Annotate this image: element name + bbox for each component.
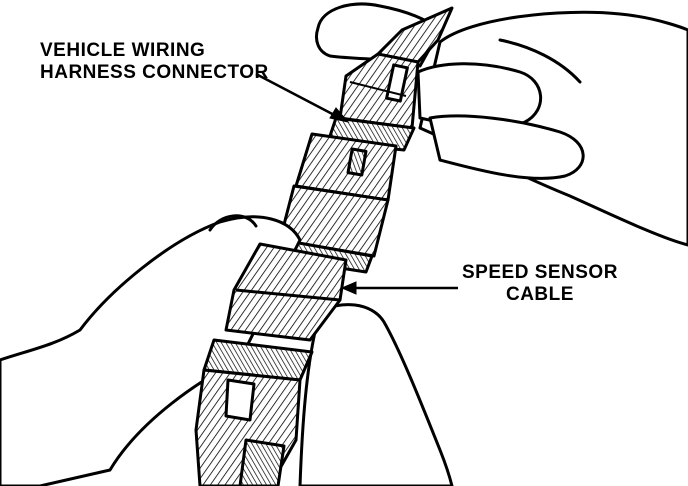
lower-hand: [0, 214, 454, 486]
harness-arrowhead: [329, 107, 350, 123]
upper-hand-knuckle-line: [498, 38, 582, 84]
speed-sensor-arrowhead: [340, 281, 357, 295]
callout-speed-line-2: CABLE: [505, 284, 574, 305]
upper-hand-finger-2: [428, 114, 585, 180]
upper-hand: [315, 2, 688, 247]
sensor-housing-upper: [224, 242, 348, 342]
callout-harness-line-2: HARNESS CONNECTOR: [40, 62, 269, 83]
coupling-ring: [278, 184, 390, 258]
callout-harness-line-1: VEHICLE WIRING: [40, 40, 206, 61]
lower-hand-fingertip: [208, 214, 258, 232]
coupling-slot: [346, 147, 368, 177]
callout-speed-line-1: SPEED SENSOR: [462, 262, 618, 283]
harness-leader-arrow: [255, 72, 350, 123]
sensor-cable-end: [238, 438, 286, 486]
harness-connector-body: [338, 52, 420, 130]
callout-speed-sensor-cable: SPEED SENSOR CABLE: [462, 262, 618, 306]
sensor-tab: [224, 378, 256, 422]
speed-sensor-leader-arrow: [340, 281, 458, 295]
callout-vehicle-wiring-harness-connector: VEHICLE WIRING HARNESS CONNECTOR: [40, 40, 269, 84]
lower-hand-thumb: [298, 303, 454, 486]
speed-sensor-connector: [194, 242, 348, 486]
sensor-housing-ridge: [235, 288, 341, 302]
coupling-sleeve: [274, 132, 398, 274]
